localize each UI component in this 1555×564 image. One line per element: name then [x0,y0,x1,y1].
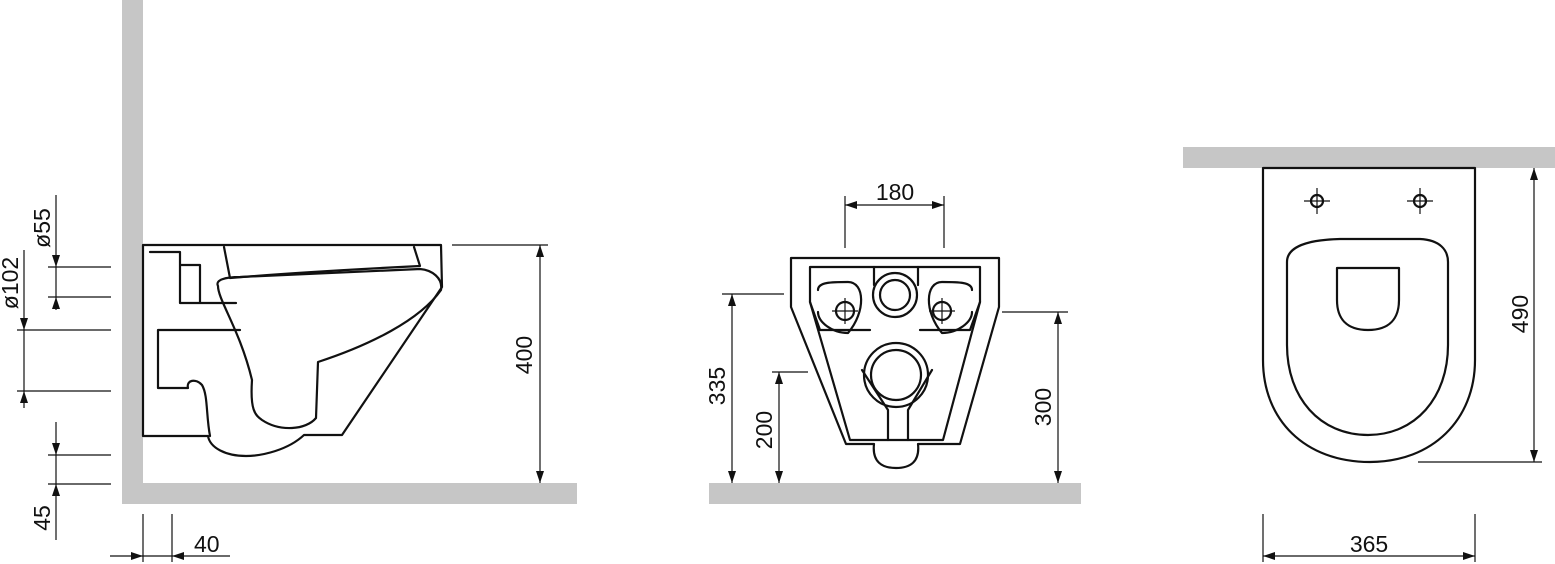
top-wall [1183,147,1555,168]
dim-300-arrow-1 [1054,312,1062,324]
dim-200-arrow-1 [775,372,783,384]
label-45: 45 [29,505,55,531]
front-outlet-inner [869,348,923,402]
side-outlet-profile [148,250,242,438]
dim-180-arrow-2 [932,201,944,209]
front-bowl-outline [789,256,1001,470]
label-180: 180 [876,179,914,205]
label-400: 400 [511,336,537,374]
side-wall-vertical [122,0,143,504]
dim-phi102-arrow-2 [20,391,28,403]
label-365: 365 [1350,531,1388,557]
front-outlet-outer [862,341,930,409]
label-phi102: ø102 [0,257,23,309]
dim-300-arrow-2 [1054,471,1062,483]
dim-400-arrow-1 [536,245,544,257]
side-bowl-outline [141,243,444,458]
dim-180-arrow-1 [845,201,857,209]
dim-400-arrow-2 [536,471,544,483]
dim-200-arrow-2 [775,471,783,483]
dim-45-arrow-1 [52,443,60,455]
label-phi55: ø55 [29,208,55,248]
top-view: 490 365 [1183,147,1555,562]
front-floor [709,483,1081,504]
top-seat-outline [1285,237,1450,437]
front-inlet-inner [878,278,912,312]
side-view: ø55 ø102 45 40 400 [0,0,577,562]
dim-490-arrow-1 [1530,168,1538,180]
side-lid [216,267,443,430]
dim-365-arrow-2 [1463,552,1475,560]
top-bowl-opening [1335,266,1401,332]
dim-40-arrow-1 [131,552,143,560]
dim-335-arrow-1 [728,294,736,306]
label-490: 490 [1507,295,1533,333]
label-200: 200 [751,411,777,449]
dim-365-arrow-1 [1263,552,1275,560]
side-floor [122,483,577,504]
front-inner-ribs [808,265,982,442]
dim-490-arrow-2 [1530,450,1538,462]
front-right-boss [927,280,974,335]
dim-40-arrow-2 [172,552,184,560]
front-left-boss [816,280,863,335]
dim-phi102-arrow-1 [20,318,28,330]
dim-phi55-arrow-1 [52,255,60,267]
dim-45-arrow-2 [52,484,60,496]
dim-335-arrow-2 [728,471,736,483]
label-40: 40 [194,531,220,557]
label-300: 300 [1030,388,1056,426]
top-bowl-outline [1261,166,1477,464]
label-335: 335 [704,367,730,405]
front-view: 180 335 200 300 [704,179,1081,504]
dim-phi55-arrow-2 [52,297,60,309]
front-inlet-outer [871,271,919,319]
